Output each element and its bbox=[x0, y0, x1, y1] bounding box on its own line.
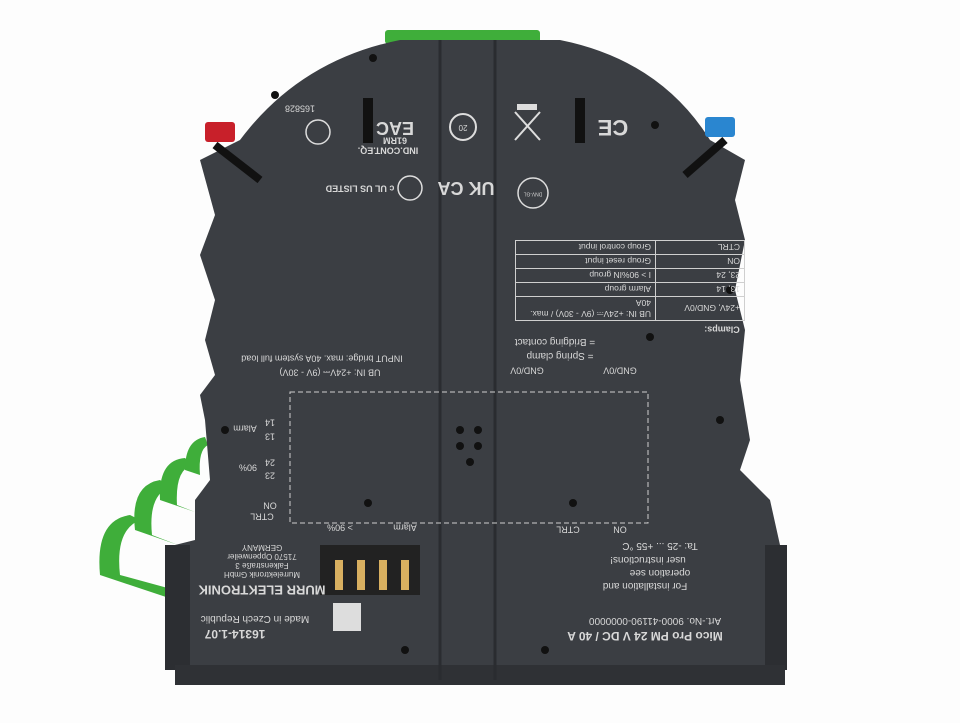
input-bridge-label: INPUT bridge: max. 40A system full load bbox=[241, 353, 403, 364]
instructions-line: For installation and bbox=[602, 580, 688, 591]
gnd-label: GND/0V bbox=[510, 365, 544, 376]
terminal-24: 24 bbox=[264, 457, 276, 468]
ul-icon bbox=[397, 175, 423, 201]
p90-label: 90% bbox=[238, 462, 258, 473]
terminal-ctrl: CTRL bbox=[250, 511, 274, 522]
terminal-13: 13 bbox=[264, 431, 276, 442]
csa-icon bbox=[305, 119, 331, 145]
alarm-label: Alarm bbox=[233, 423, 257, 434]
red-connector bbox=[205, 122, 235, 142]
weee-bin-icon bbox=[514, 104, 541, 141]
article-number: Art.-No. 9000-41190-0000000 bbox=[588, 615, 722, 626]
rohs-years: 20 bbox=[458, 123, 468, 132]
input-voltage-label: UB IN: +24V⎓ (9V - 30V) bbox=[279, 367, 381, 378]
datamatrix-code bbox=[333, 603, 361, 631]
legend-bridging: = Bridging contact bbox=[514, 336, 596, 347]
bottom-terminal: CTRL bbox=[556, 524, 580, 535]
ul-listed: c UL US LISTED bbox=[325, 183, 395, 194]
instructions-line: user instructions! bbox=[610, 554, 686, 565]
murr-logo: MURR ELEKTRONIK bbox=[198, 582, 326, 598]
bottom-terminal: Alarm bbox=[393, 522, 417, 533]
csa-file: 165828 bbox=[284, 103, 316, 114]
bottom-terminal: ON bbox=[613, 524, 627, 535]
instructions-line: operation see bbox=[629, 567, 691, 578]
dnv-label: DNV-GL bbox=[523, 190, 543, 197]
terminal-14: 14 bbox=[264, 417, 276, 428]
address-line: Falkenstraße 3 bbox=[235, 561, 289, 570]
eac-mark: EAC bbox=[375, 118, 415, 138]
ce-mark: CE bbox=[597, 115, 629, 140]
blue-connector bbox=[705, 117, 735, 137]
ind-cont-eq: IND.CONT.EQ. bbox=[357, 145, 419, 156]
version-label: 16314-1.07 bbox=[204, 627, 266, 641]
dnv-icon bbox=[517, 177, 549, 209]
rohs-icon bbox=[449, 113, 477, 141]
bottom-terminal: > 90% bbox=[327, 522, 353, 533]
terminal-23: 23 bbox=[264, 470, 276, 481]
address-line: Murrelektronik GmbH bbox=[223, 570, 301, 579]
terminal-on: ON bbox=[263, 500, 277, 511]
green-clamps bbox=[99, 437, 208, 600]
legend-spring: = Spring clamp bbox=[526, 350, 594, 361]
ukca-mark: UK CA bbox=[437, 178, 495, 198]
address-line: 71570 Oppenweiler bbox=[227, 552, 297, 561]
ul-code: 61RM bbox=[382, 135, 408, 146]
product-name: Mico Pro PM 24 V DC / 40 A bbox=[567, 629, 723, 643]
origin-label: Made in Czech Republic bbox=[200, 613, 310, 624]
clamps-title: Clamps: bbox=[704, 324, 740, 335]
gnd-label: GND/0V bbox=[603, 365, 637, 376]
temperature-label: Ta: -25 ... +55 °C bbox=[622, 540, 698, 551]
address-line: GERMANY bbox=[241, 543, 283, 552]
